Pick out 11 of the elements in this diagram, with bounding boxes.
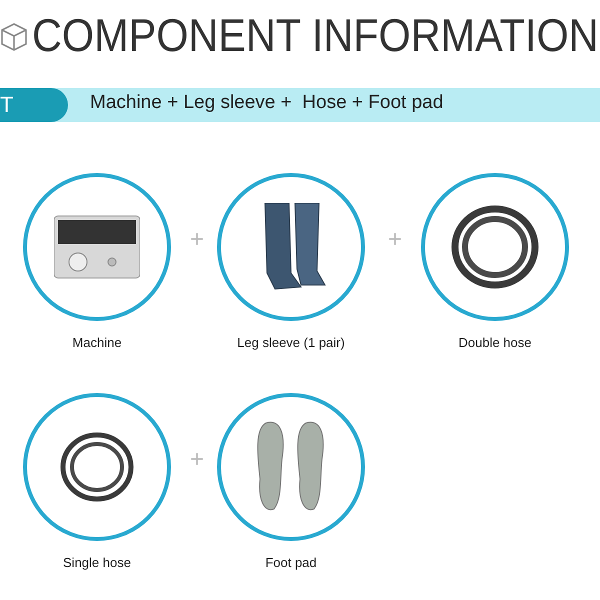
section-tab: T <box>0 88 68 122</box>
product-caption: Single hose <box>62 555 132 570</box>
product-caption: Machine <box>71 335 123 350</box>
plus-sign: + <box>388 226 402 254</box>
page-title: COMPONENT INFORMATION <box>32 8 599 62</box>
product-caption: Leg sleeve (1 pair) <box>236 335 346 350</box>
product-caption: Foot pad <box>264 555 318 570</box>
product-caption: Double hose <box>458 335 532 350</box>
plus-sign: + <box>190 446 204 474</box>
component-summary: Machine + Leg sleeve + Hose + Foot pad <box>90 92 444 114</box>
plus-sign: + <box>190 226 204 254</box>
